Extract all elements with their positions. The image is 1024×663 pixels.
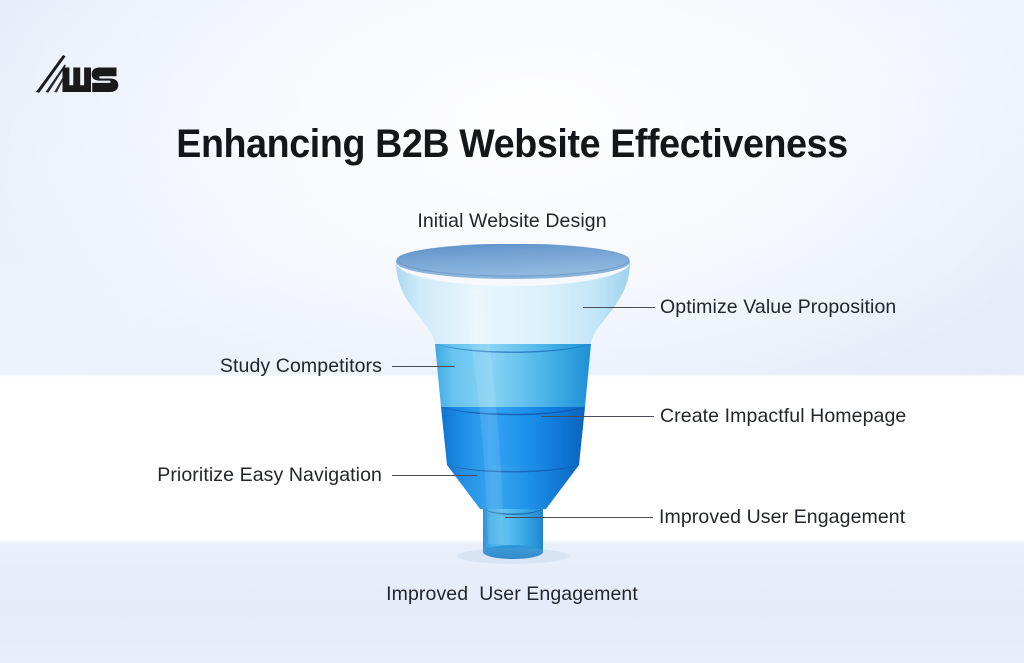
- page-title: Enhancing B2B Website Effectiveness: [176, 122, 848, 166]
- funnel-divider-1: [435, 344, 591, 353]
- funnel-label-prioritize-easy-navigation: Prioritize Easy Navigation: [157, 464, 382, 486]
- funnel-segment-1[interactable]: [396, 262, 630, 344]
- funnel-label-improved-user-engagement: Improved User Engagement: [659, 506, 906, 528]
- funnel-label-optimize-value-proposition: Optimize Value Proposition: [660, 296, 897, 318]
- connector-line-study: [392, 366, 455, 367]
- connector-line-engagement: [505, 517, 653, 518]
- funnel-segment-2[interactable]: [435, 344, 591, 407]
- funnel-divider-4: [483, 509, 543, 515]
- funnel-top-label: Initial Website Design: [417, 210, 607, 232]
- connector-line-optimize: [583, 307, 655, 308]
- funnel-segment-3[interactable]: [441, 407, 585, 465]
- ws-logo[interactable]: [33, 52, 119, 94]
- funnel-svg: [396, 244, 630, 564]
- funnel-segment-5[interactable]: [483, 509, 543, 552]
- funnel-label-study-competitors: Study Competitors: [219, 355, 382, 377]
- funnel-rim-edge: [396, 244, 630, 277]
- funnel-highlight: [467, 290, 504, 544]
- funnel-divider-2: [441, 407, 585, 416]
- funnel-rim: [397, 244, 629, 276]
- funnel-graphic: [372, 244, 654, 566]
- funnel-base-cap: [483, 545, 543, 559]
- funnel-divider-3: [447, 465, 579, 473]
- background-band-bottom: [0, 543, 1024, 663]
- funnel-shadow: [457, 548, 569, 564]
- funnel-label-create-impactful-homepage: Create Impactful Homepage: [660, 405, 907, 427]
- funnel-segment-4[interactable]: [447, 465, 579, 509]
- connector-line-homepage: [541, 416, 654, 417]
- connector-line-navigation: [392, 475, 477, 476]
- funnel-bottom-label: Improved User Engagement: [386, 583, 638, 605]
